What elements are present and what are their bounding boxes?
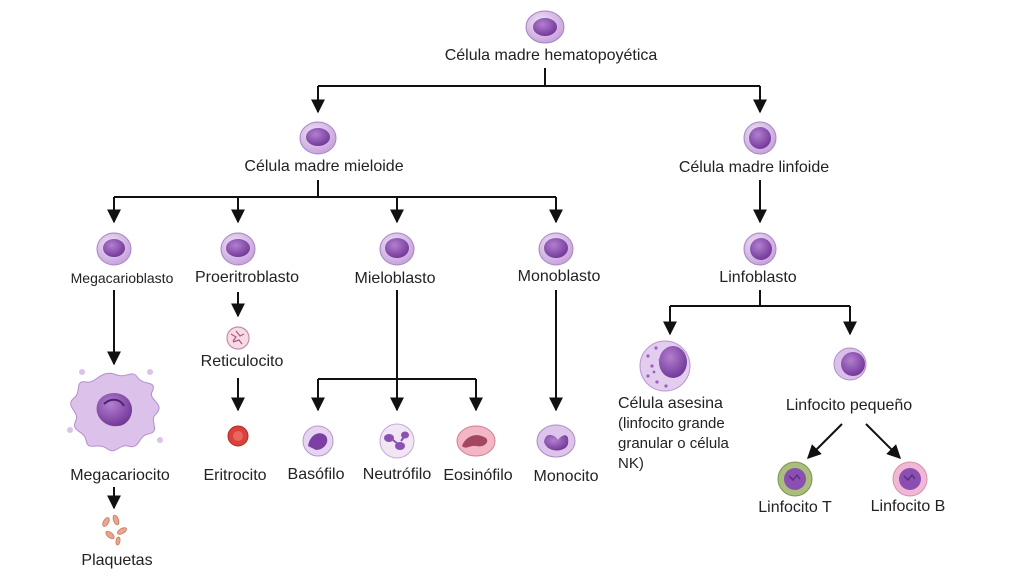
megakaryocyte-label: Megacariocito (70, 467, 170, 484)
b-lymphocyte-label: Linfocito B (870, 498, 946, 515)
nk-cell-icon (639, 340, 691, 392)
monoblast-cell-icon (538, 232, 574, 266)
t-lymphocyte-label: Linfocito T (758, 499, 832, 516)
nk-cell-label-line4: NK) (618, 455, 644, 472)
nk-cell-label: Célula asesina (linfocito grande granula… (618, 394, 729, 474)
megakaryocyte-cell-icon (67, 369, 163, 452)
basophil-cell-icon (302, 425, 334, 457)
reticulocyte-label: Reticulocito (200, 353, 284, 370)
proerythroblast-label: Proeritroblasto (194, 269, 300, 286)
platelets-icon (102, 514, 127, 546)
basophil-label: Basófilo (287, 466, 345, 483)
lymphoblast-label: Linfoblasto (719, 269, 797, 286)
megakaryoblast-cell-icon (96, 232, 132, 266)
nk-cell-label-line2: (linfocito grande (618, 415, 725, 432)
myeloblast-cell-icon (379, 232, 415, 266)
b-lymphocyte-cell-icon (892, 461, 928, 497)
megakaryoblast-label: Megacarioblasto (70, 270, 174, 286)
t-lymphocyte-cell-icon (777, 461, 813, 497)
neutrophil-label: Neutrófilo (362, 466, 432, 483)
lymphoblast-cell-icon (743, 232, 777, 266)
proerythroblast-cell-icon (220, 232, 256, 266)
erythrocyte-cell-icon (227, 425, 249, 447)
hsc-label: Célula madre hematopoyética (444, 47, 658, 64)
platelets-label: Plaquetas (81, 552, 153, 569)
myeloid-stem-cell-icon (299, 121, 337, 155)
neutrophil-cell-icon (379, 423, 415, 459)
eosinophil-label: Eosinófilo (443, 467, 513, 484)
lymphoid-stem-cell-icon (743, 121, 777, 155)
hsc-cell-icon (525, 10, 565, 44)
monocyte-cell-icon (536, 424, 576, 458)
myeloblast-label: Mieloblasto (354, 270, 436, 287)
connector-lines (107, 68, 901, 510)
small-lymphocyte-cell-icon (833, 347, 867, 381)
nk-cell-label-line1: Célula asesina (618, 395, 723, 412)
lymphoid-stem-label: Célula madre linfoide (678, 159, 830, 176)
small-lymphocyte-label: Linfocito pequeño (785, 397, 913, 414)
monoblast-label: Monoblasto (517, 268, 601, 285)
eosinophil-cell-icon (456, 425, 496, 457)
monocyte-label: Monocito (533, 468, 599, 485)
reticulocyte-cell-icon (226, 326, 250, 350)
myeloid-stem-label: Célula madre mieloide (244, 158, 404, 175)
erythrocyte-label: Eritrocito (203, 467, 267, 484)
nk-cell-label-line3: granular o célula (618, 435, 729, 452)
